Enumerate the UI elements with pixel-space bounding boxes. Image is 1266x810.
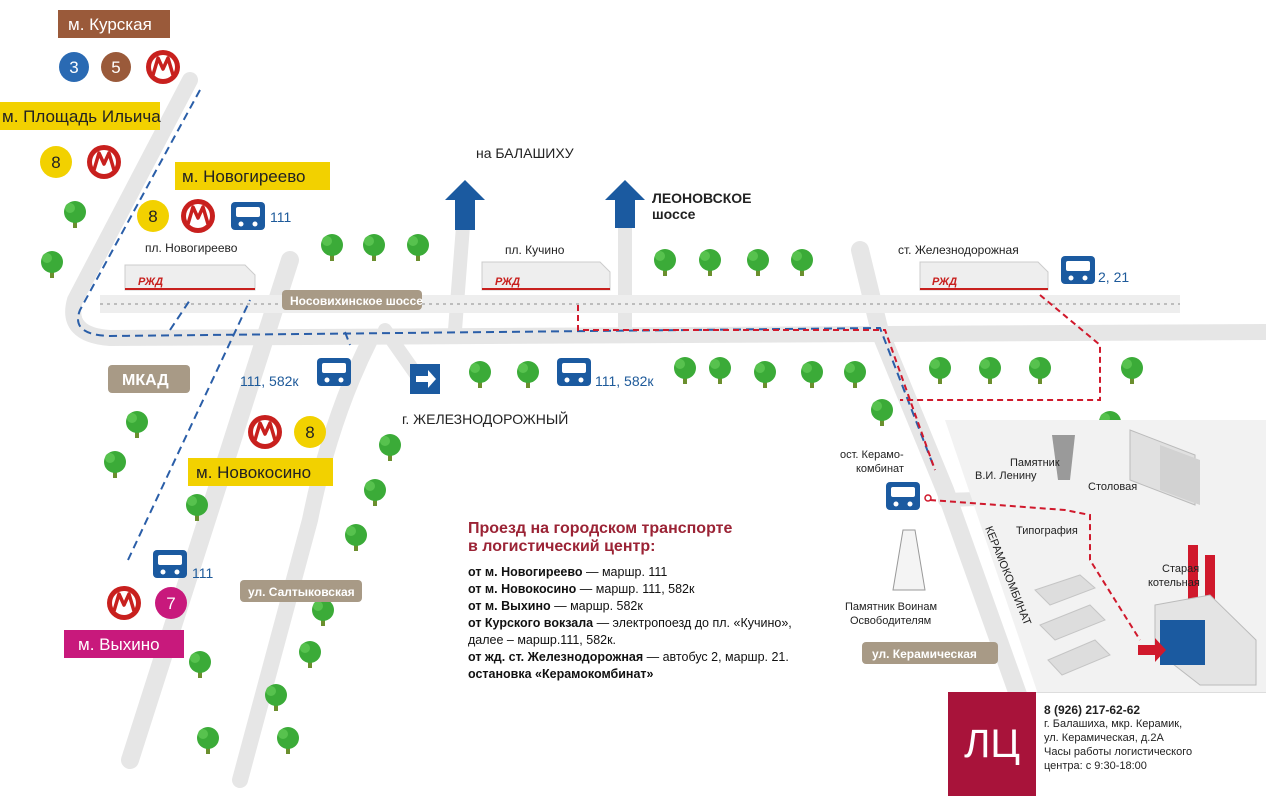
logistic-center-badge-text: ЛЦ — [964, 722, 1020, 766]
road-saltykovskaya: ул. Салтыковская — [248, 585, 355, 599]
label-leonovskoe: ЛЕОНОВСКОЕ — [652, 190, 752, 206]
bus-mid-right-routes: 111, 582к — [595, 373, 654, 389]
contact-hours-1: Часы работы логистического — [1044, 746, 1193, 758]
label-g-zheleznodorozhny: г. ЖЕЛЕЗНОДОРОЖНЫЙ — [402, 410, 568, 427]
contact-address-2: ул. Керамическая, д.2А — [1044, 732, 1164, 744]
label-boiler-1: Старая — [1162, 563, 1199, 575]
bus-mid-left-routes: 111, 582к — [240, 373, 299, 389]
line-8-badge: 8 — [148, 207, 157, 226]
bus-zheleznodorozhnaya-routes: 2, 21 — [1098, 269, 1129, 285]
label-lenin-1: Памятник — [1010, 457, 1060, 469]
label-pl-kuchino: пл. Кучино — [505, 243, 565, 257]
metro-novogireevo: м. Новогиреево 8 111 — [137, 162, 330, 235]
line-3-badge: 3 — [69, 58, 78, 77]
line-7-badge: 7 — [166, 594, 175, 613]
label-leonovskoe-2: шоссе — [652, 206, 696, 222]
metro-vykhino-label: м. Выхино — [78, 635, 160, 654]
contact-phone[interactable]: 8 (926) 217-62-62 — [1044, 703, 1141, 717]
label-lenin-2: В.И. Ленину — [975, 470, 1037, 482]
directions-title-2: в логистический центр: — [468, 538, 656, 555]
line-8-badge: 8 — [305, 423, 314, 442]
metro-novogireevo-label: м. Новогиреево — [182, 167, 306, 186]
direction-arrows — [410, 180, 645, 394]
label-stop-2: комбинат — [856, 463, 904, 475]
label-balashikha: на БАЛАШИХУ — [476, 145, 574, 161]
bus-stops: 2, 21 111, 582к 111, 582к — [240, 256, 1129, 510]
route-item: от м. Новогиреево — маршр. 111 — [468, 565, 668, 579]
bus-novogireevo-routes: 111 — [270, 209, 291, 225]
label-pl-novogireevo: пл. Новогиреево — [145, 241, 238, 255]
metro-ilyicha-label: м. Площадь Ильича — [2, 107, 161, 126]
bus-icon — [557, 358, 591, 386]
rzd-logo-2: РЖД — [495, 276, 520, 288]
rzd-logo-1: РЖД — [138, 276, 163, 288]
metro-icon — [179, 197, 217, 235]
blue-route — [77, 89, 936, 561]
red-route — [577, 294, 1141, 641]
route-item: от м. Новокосино — маршр. 111, 582к — [468, 582, 695, 596]
station-buildings: РЖД РЖД РЖД — [124, 261, 1049, 291]
logistic-center-area — [892, 420, 1266, 700]
label-stop-1: ост. Керамо- — [840, 449, 904, 461]
metro-kurskaya: м. Курская 3 5 — [58, 10, 182, 86]
metro-icon — [144, 48, 182, 86]
bus-icon — [1061, 256, 1095, 284]
route-item: от м. Выхино — маршр. 582к — [468, 599, 643, 613]
metro-kurskaya-label: м. Курская — [68, 15, 152, 34]
metro-ilyicha: м. Площадь Ильича 8 — [0, 102, 161, 181]
line-5-badge: 5 — [111, 58, 120, 77]
directions-panel: Проезд на городском транспорте в логисти… — [468, 520, 798, 683]
route-item: от Курского вокзала — электропоезд до пл… — [468, 616, 792, 647]
route-item: остановка «Керамокомбинат» — [468, 667, 654, 681]
road-nosovikhinskoe: Носовихинское шоссе — [290, 294, 423, 308]
metro-novokosino: 8 м. Новокосино — [188, 413, 333, 486]
label-printing: Типография — [1016, 525, 1078, 537]
logistic-center-badge: ЛЦ — [948, 692, 1036, 796]
bus-vykhino-routes: 111 — [192, 565, 213, 581]
label-boiler-2: котельная — [1148, 577, 1200, 589]
metro-novokosino-label: м. Новокосино — [196, 463, 311, 482]
route-item: от жд. ст. Железнодорожная — автобус 2, … — [468, 650, 789, 664]
line-8-badge: 8 — [51, 153, 60, 172]
railway — [100, 295, 1180, 313]
label-warriors-1: Памятник Воинам — [845, 601, 937, 613]
bus-icon — [231, 202, 265, 230]
road-tags: Носовихинское шоссе МКАД ул. Салтыковска… — [108, 290, 998, 664]
contact-address-1: г. Балашиха, мкр. Керамик, — [1044, 718, 1183, 730]
label-canteen: Столовая — [1088, 481, 1137, 493]
contact-info: 8 (926) 217-62-62 г. Балашиха, мкр. Кера… — [1036, 692, 1266, 796]
rzd-logo-3: РЖД — [932, 276, 957, 288]
bus-icon — [886, 482, 920, 510]
contact-hours-2: центра: с 9:30-18:00 — [1044, 760, 1147, 772]
directions-title-1: Проезд на городском транспорте — [468, 520, 733, 537]
metro-icon — [246, 413, 284, 451]
road-keramicheskaya: ул. Керамическая — [872, 647, 977, 661]
label-st-zheleznodorozhnaya: ст. Железнодорожная — [898, 243, 1019, 257]
bus-icon — [153, 550, 187, 578]
metro-vykhino: 111 7 м. Выхино — [64, 550, 213, 658]
road-mkad: МКАД — [122, 372, 169, 389]
metro-icon — [105, 584, 143, 622]
label-warriors-2: Освободителям — [850, 615, 931, 627]
bus-icon — [317, 358, 351, 386]
metro-icon — [85, 143, 123, 181]
